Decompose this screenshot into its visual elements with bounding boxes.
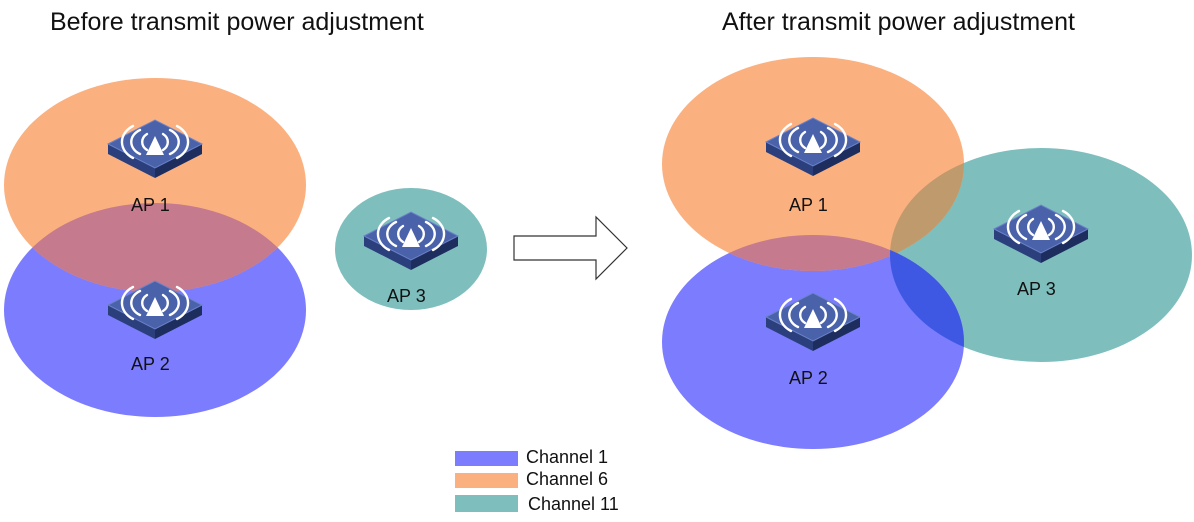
legend-label-channel-6: Channel 6 [526,469,608,489]
right-arrow-icon [513,215,628,281]
before-title: Before transmit power adjustment [50,8,424,36]
before-ap1-label: AP 1 [131,195,170,215]
legend-item-channel-6: Channel 6 [455,469,608,489]
legend-item-channel-11: Channel 11 [455,494,619,514]
before-ap2-label: AP 2 [131,354,170,374]
before-ap3-label: AP 3 [387,286,426,306]
after-coverage [662,57,1192,449]
before-ap2: AP 2 [106,279,204,374]
legend-swatch-channel-6 [455,473,518,488]
before-overlap-ap1-ap2 [4,203,306,292]
before-ap3: AP 3 [362,210,460,306]
after-ap2-label: AP 2 [789,368,828,388]
legend-item-channel-1: Channel 1 [455,447,608,467]
legend-swatch-channel-1 [455,451,518,466]
after-ap2: AP 2 [764,291,862,388]
legend-swatch-channel-11 [455,495,518,512]
after-title: After transmit power adjustment [722,8,1075,36]
legend-label-channel-1: Channel 1 [526,447,608,467]
after-ap3-label: AP 3 [1017,279,1056,299]
after-ap1-label: AP 1 [789,195,828,215]
legend-label-channel-11: Channel 11 [528,494,619,514]
before-ap1: AP 1 [106,118,204,215]
before-coverage [4,78,487,417]
legend: Channel 1 Channel 6 Channel 11 [455,447,619,514]
after-ap1: AP 1 [764,116,862,215]
after-ap3: AP 3 [992,203,1090,299]
